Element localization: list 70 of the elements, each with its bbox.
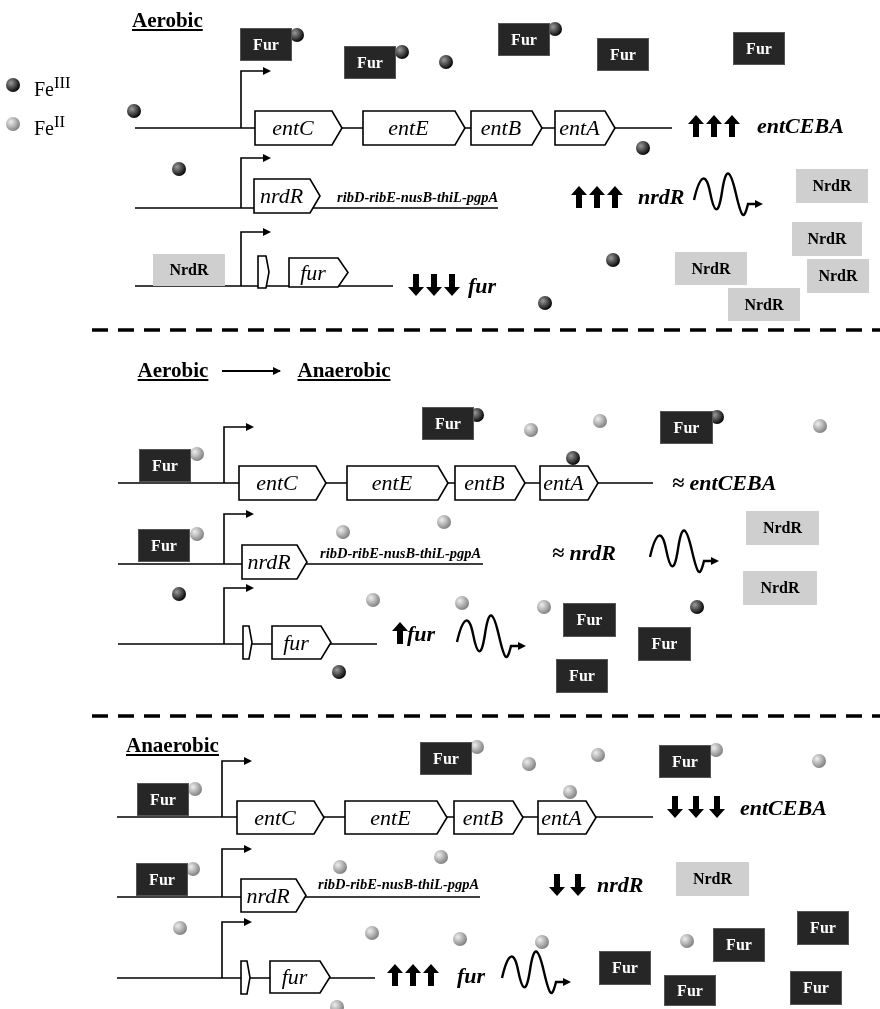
gene-symbol: entC <box>254 110 343 146</box>
gene-symbol: entC <box>236 800 325 835</box>
gene-symbol: entA <box>537 800 597 835</box>
gene-symbol: nrdR <box>253 178 321 214</box>
protein-box: NrdR <box>675 252 747 285</box>
expression-label: ≈ entCEBA <box>672 470 777 496</box>
expression-label: fur <box>407 621 436 647</box>
gene-symbol: fur <box>269 960 331 994</box>
gene-symbol: fur <box>271 625 332 660</box>
protein-box: Fur <box>420 742 472 775</box>
gene-symbol: entB <box>453 800 524 835</box>
protein-box: Fur <box>638 627 691 661</box>
gene-symbol: entB <box>470 110 543 146</box>
protein-box: NrdR <box>743 571 817 605</box>
protein-box: Fur <box>733 32 785 65</box>
gene-symbol: entC <box>238 465 327 501</box>
gene-symbol: entB <box>454 465 526 501</box>
protein-box: Fur <box>797 911 849 945</box>
protein-box: Fur <box>660 411 713 444</box>
legend-label: Fe$^{III}$ <box>34 73 71 101</box>
operon-label: ribD-ribE-nusB-thiL-pgpA <box>337 189 499 206</box>
operon-label: ribD-ribE-nusB-thiL-pgpA <box>318 876 480 893</box>
protein-box: NrdR <box>792 222 862 256</box>
gene-symbol: entE <box>346 465 449 501</box>
protein-box: Fur <box>136 863 188 896</box>
gene-symbol: nrdR <box>240 878 307 913</box>
protein-box: NrdR <box>746 511 819 545</box>
protein-box: Fur <box>563 603 616 637</box>
protein-box: Fur <box>138 529 190 562</box>
gene-symbol <box>242 625 253 660</box>
protein-box: Fur <box>139 449 191 482</box>
expression-label: nrdR <box>638 184 685 210</box>
protein-box: Fur <box>713 928 765 962</box>
protein-box: Fur <box>790 971 842 1005</box>
condition-title: Aerobic <box>132 358 214 382</box>
protein-box: NrdR <box>153 254 225 286</box>
gene-symbol: entA <box>539 465 599 501</box>
protein-box: Fur <box>597 38 649 71</box>
protein-box: Fur <box>498 23 550 56</box>
condition-title: Anaerobic <box>288 358 400 382</box>
expression-label: entCEBA <box>757 113 844 139</box>
operon-label: ribD-ribE-nusB-thiL-pgpA <box>320 545 482 562</box>
protein-box: Fur <box>240 28 292 61</box>
protein-box: NrdR <box>807 259 869 293</box>
gene-symbol: entE <box>344 800 448 835</box>
protein-box: Fur <box>556 659 608 693</box>
gene-symbol: fur <box>288 257 349 288</box>
protein-box: Fur <box>422 407 474 440</box>
legend-label: Fe$^{II}$ <box>34 112 66 140</box>
protein-box: NrdR <box>728 288 800 321</box>
expression-label: nrdR <box>597 872 644 898</box>
protein-box: Fur <box>599 951 651 985</box>
expression-label: fur <box>457 963 486 989</box>
protein-box: Fur <box>659 745 711 778</box>
expression-label: fur <box>468 273 497 299</box>
gene-symbol: entA <box>554 110 616 146</box>
gene-symbol <box>257 255 270 289</box>
protein-box: Fur <box>137 783 189 816</box>
expression-label: entCEBA <box>740 795 827 821</box>
protein-box: NrdR <box>796 169 868 203</box>
protein-box: Fur <box>664 975 716 1006</box>
condition-title: Anaerobic <box>126 733 219 758</box>
gene-symbol <box>240 960 251 995</box>
gene-symbol: entE <box>362 110 466 146</box>
arrow <box>221 367 281 375</box>
gene-symbol: nrdR <box>241 544 308 580</box>
condition-title: Aerobic <box>132 8 203 33</box>
protein-box: Fur <box>344 46 396 79</box>
expression-label: ≈ nrdR <box>552 540 617 566</box>
protein-box: NrdR <box>676 862 749 896</box>
